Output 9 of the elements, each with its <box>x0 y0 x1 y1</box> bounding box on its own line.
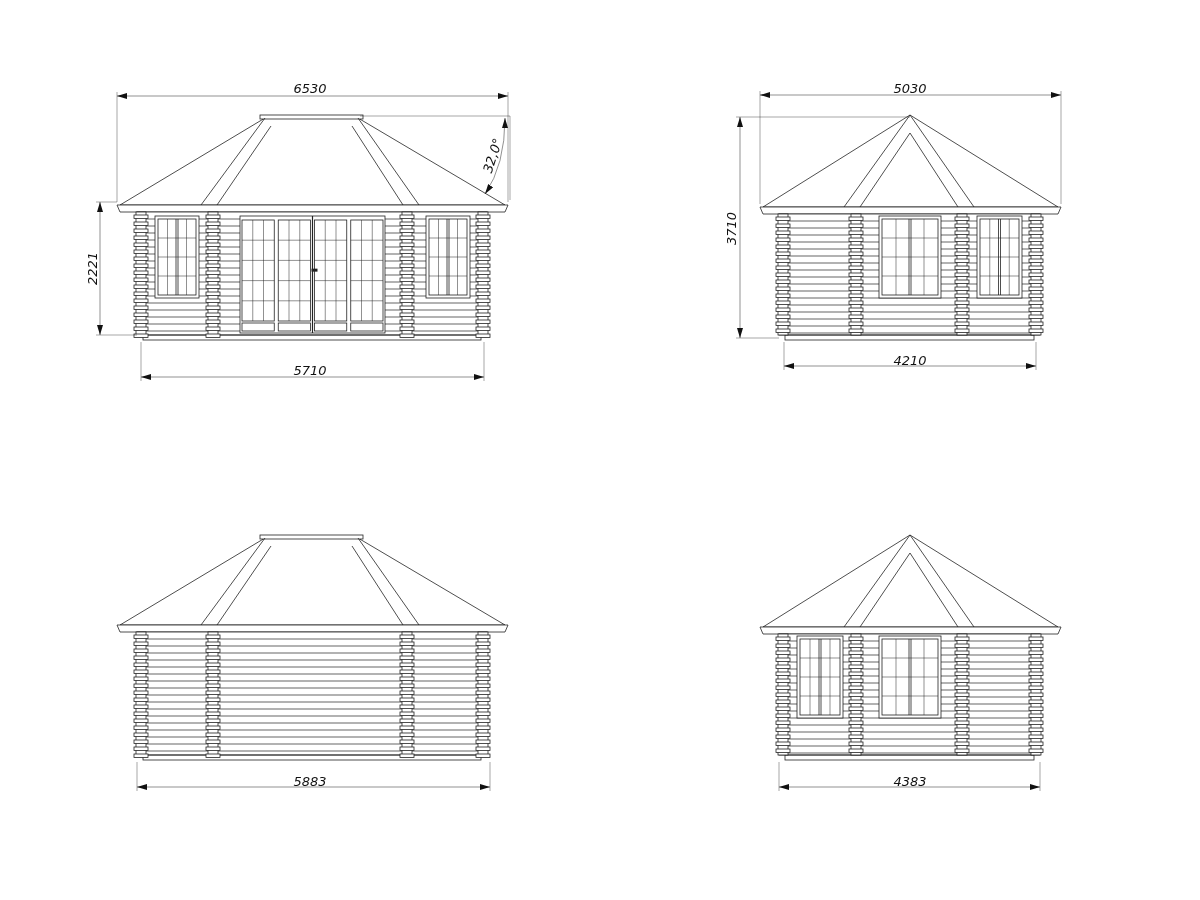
dimension-label: 5710 <box>293 363 327 377</box>
dimension-label: 4383 <box>893 774 927 788</box>
dimension-label: 32,0° <box>480 136 504 174</box>
dimension-label: 4210 <box>893 353 927 367</box>
dimension-label: 6530 <box>293 81 327 95</box>
dimension-label: 5030 <box>893 81 927 95</box>
dimension-label: 2221 <box>85 251 99 285</box>
dimension-label: 5883 <box>293 774 327 788</box>
dimension-label: 3710 <box>724 211 738 245</box>
